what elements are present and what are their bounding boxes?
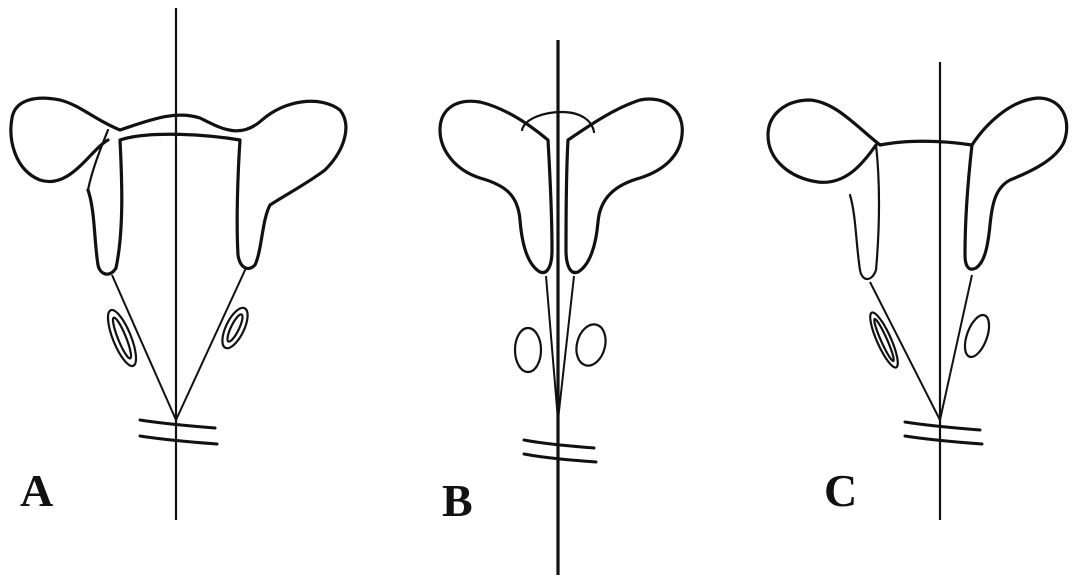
panel-a: A: [11, 8, 346, 520]
panel-a-left-oval: [102, 307, 141, 369]
panel-b-left-ray: [546, 276, 558, 420]
panel-c-label: C: [824, 465, 857, 516]
panel-b-right-ray: [558, 276, 574, 420]
panel-a-skull-outline: [11, 98, 346, 274]
panel-b: B: [440, 40, 682, 575]
panel-b-chin-marks: [524, 440, 596, 462]
panel-b-label: B: [442, 475, 473, 526]
panel-b-left-lobe: [440, 101, 552, 272]
panel-a-left-arch: [88, 130, 108, 190]
panel-a-chin-marks: [140, 420, 217, 444]
panel-b-right-oval: [572, 321, 610, 369]
panel-b-left-oval: [515, 328, 541, 372]
panel-c-chin-marks: [905, 422, 982, 444]
panel-c-left-stem: [850, 145, 879, 279]
panel-b-right-lobe: [566, 99, 682, 272]
panel-c-left-oval: [865, 310, 902, 371]
panel-c: C: [768, 62, 1067, 520]
panel-c-right-ray: [940, 275, 972, 420]
panel-c-skull-outline: [768, 98, 1067, 269]
panel-c-right-oval: [960, 312, 994, 360]
panel-a-right-oval: [217, 304, 252, 351]
panel-a-label: A: [20, 465, 53, 516]
